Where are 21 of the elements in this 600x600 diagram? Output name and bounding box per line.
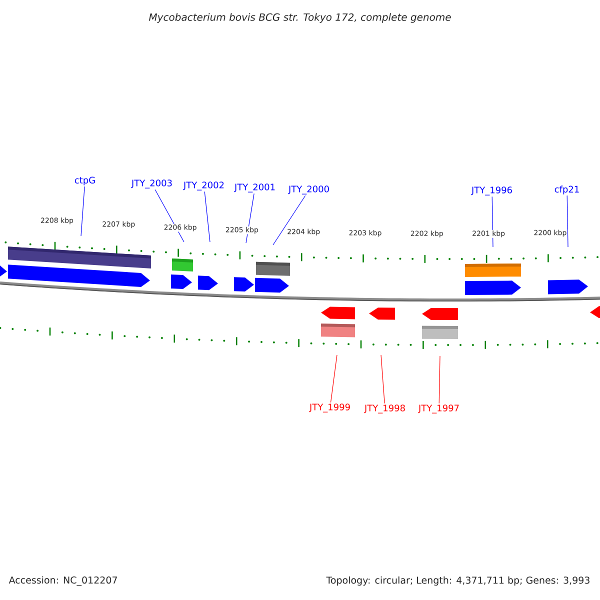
leader-line <box>438 356 440 404</box>
leader-line <box>330 354 338 403</box>
gene-label: JTY_1999 <box>309 404 350 412</box>
gene-label: JTY_1997 <box>418 404 459 414</box>
gene-label: JTY_2003 <box>131 180 172 188</box>
gene-label: JTY_2000 <box>288 186 329 194</box>
footer-text: Accession: NC_012207 <box>8 576 118 586</box>
leader-line <box>204 191 210 242</box>
leader-line <box>154 189 184 242</box>
leader-line <box>80 186 85 236</box>
gene-label: ctpG <box>74 176 95 186</box>
gene-label: cfp21 <box>554 186 579 194</box>
footer-text: Topology: circular; Length: 4,371,711 bp; Genes: 3,993 <box>326 576 591 586</box>
title: Mycobacterium bovis BCG str. Tokyo 172, complete genome <box>148 13 451 23</box>
gene-label: JTY_1996 <box>471 186 512 196</box>
gene-label: JTY_2002 <box>183 182 224 190</box>
leader-line <box>380 354 385 404</box>
gene-label: JTY_2001 <box>234 184 275 192</box>
leader-line <box>566 195 568 248</box>
gene-label: JTY_1998 <box>364 404 405 414</box>
leader-line <box>272 195 306 246</box>
